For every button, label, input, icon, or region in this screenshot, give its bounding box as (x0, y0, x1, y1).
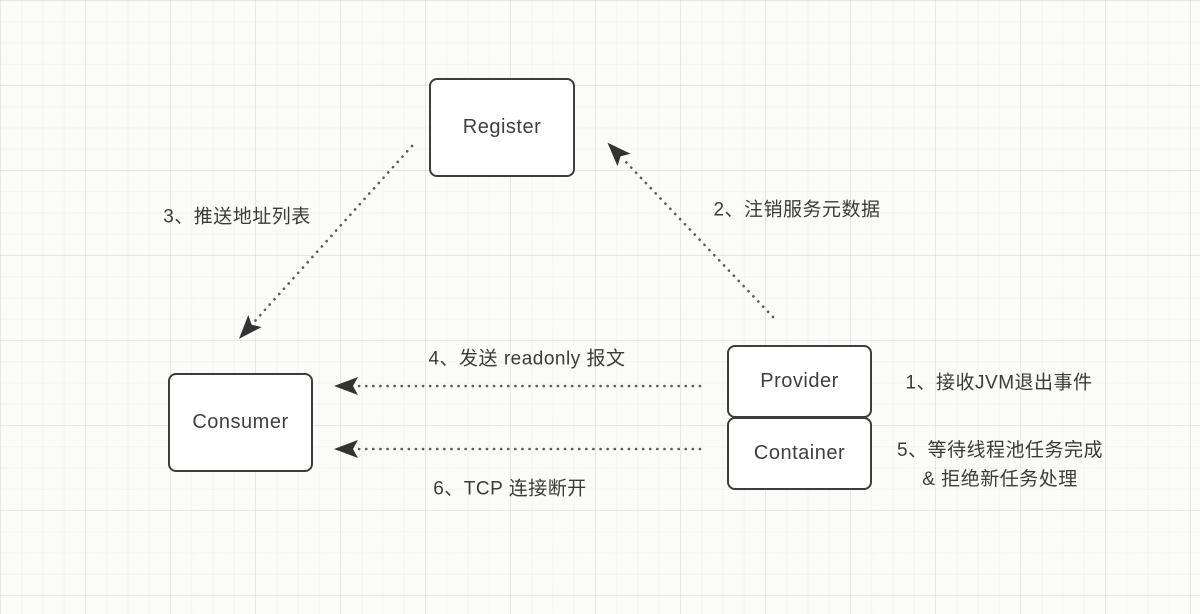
label-step5-wait-threadpool: 5、等待线程池任务完成 & 拒绝新任务处理 (897, 436, 1103, 494)
node-container-label: Container (753, 442, 846, 464)
label-step5-line2: & 拒绝新任务处理 (922, 469, 1078, 490)
edge-provider-to-register (607, 142, 775, 319)
label-step3-push-address-list: 3、推送地址列表 (163, 206, 311, 228)
node-register: Register (429, 78, 575, 177)
node-consumer: Consumer (168, 373, 313, 472)
edge-register-to-consumer (238, 144, 414, 339)
node-provider-label: Provider (760, 370, 839, 392)
label-step5-line1: 5、等待线程池任务完成 (896, 440, 1104, 461)
label-step4-send-readonly: 4、发送 readonly 报文 (428, 348, 626, 370)
node-register-label: Register (462, 116, 542, 138)
label-step6-tcp-disconnect: 6、TCP 连接断开 (433, 478, 587, 500)
node-consumer-label: Consumer (192, 411, 289, 433)
node-provider: Provider (727, 345, 872, 418)
node-container: Container (727, 417, 872, 490)
label-step2-unregister-metadata: 2、注销服务元数据 (713, 199, 881, 221)
label-step1-receive-jvm-exit: 1、接收JVM退出事件 (905, 372, 1093, 394)
